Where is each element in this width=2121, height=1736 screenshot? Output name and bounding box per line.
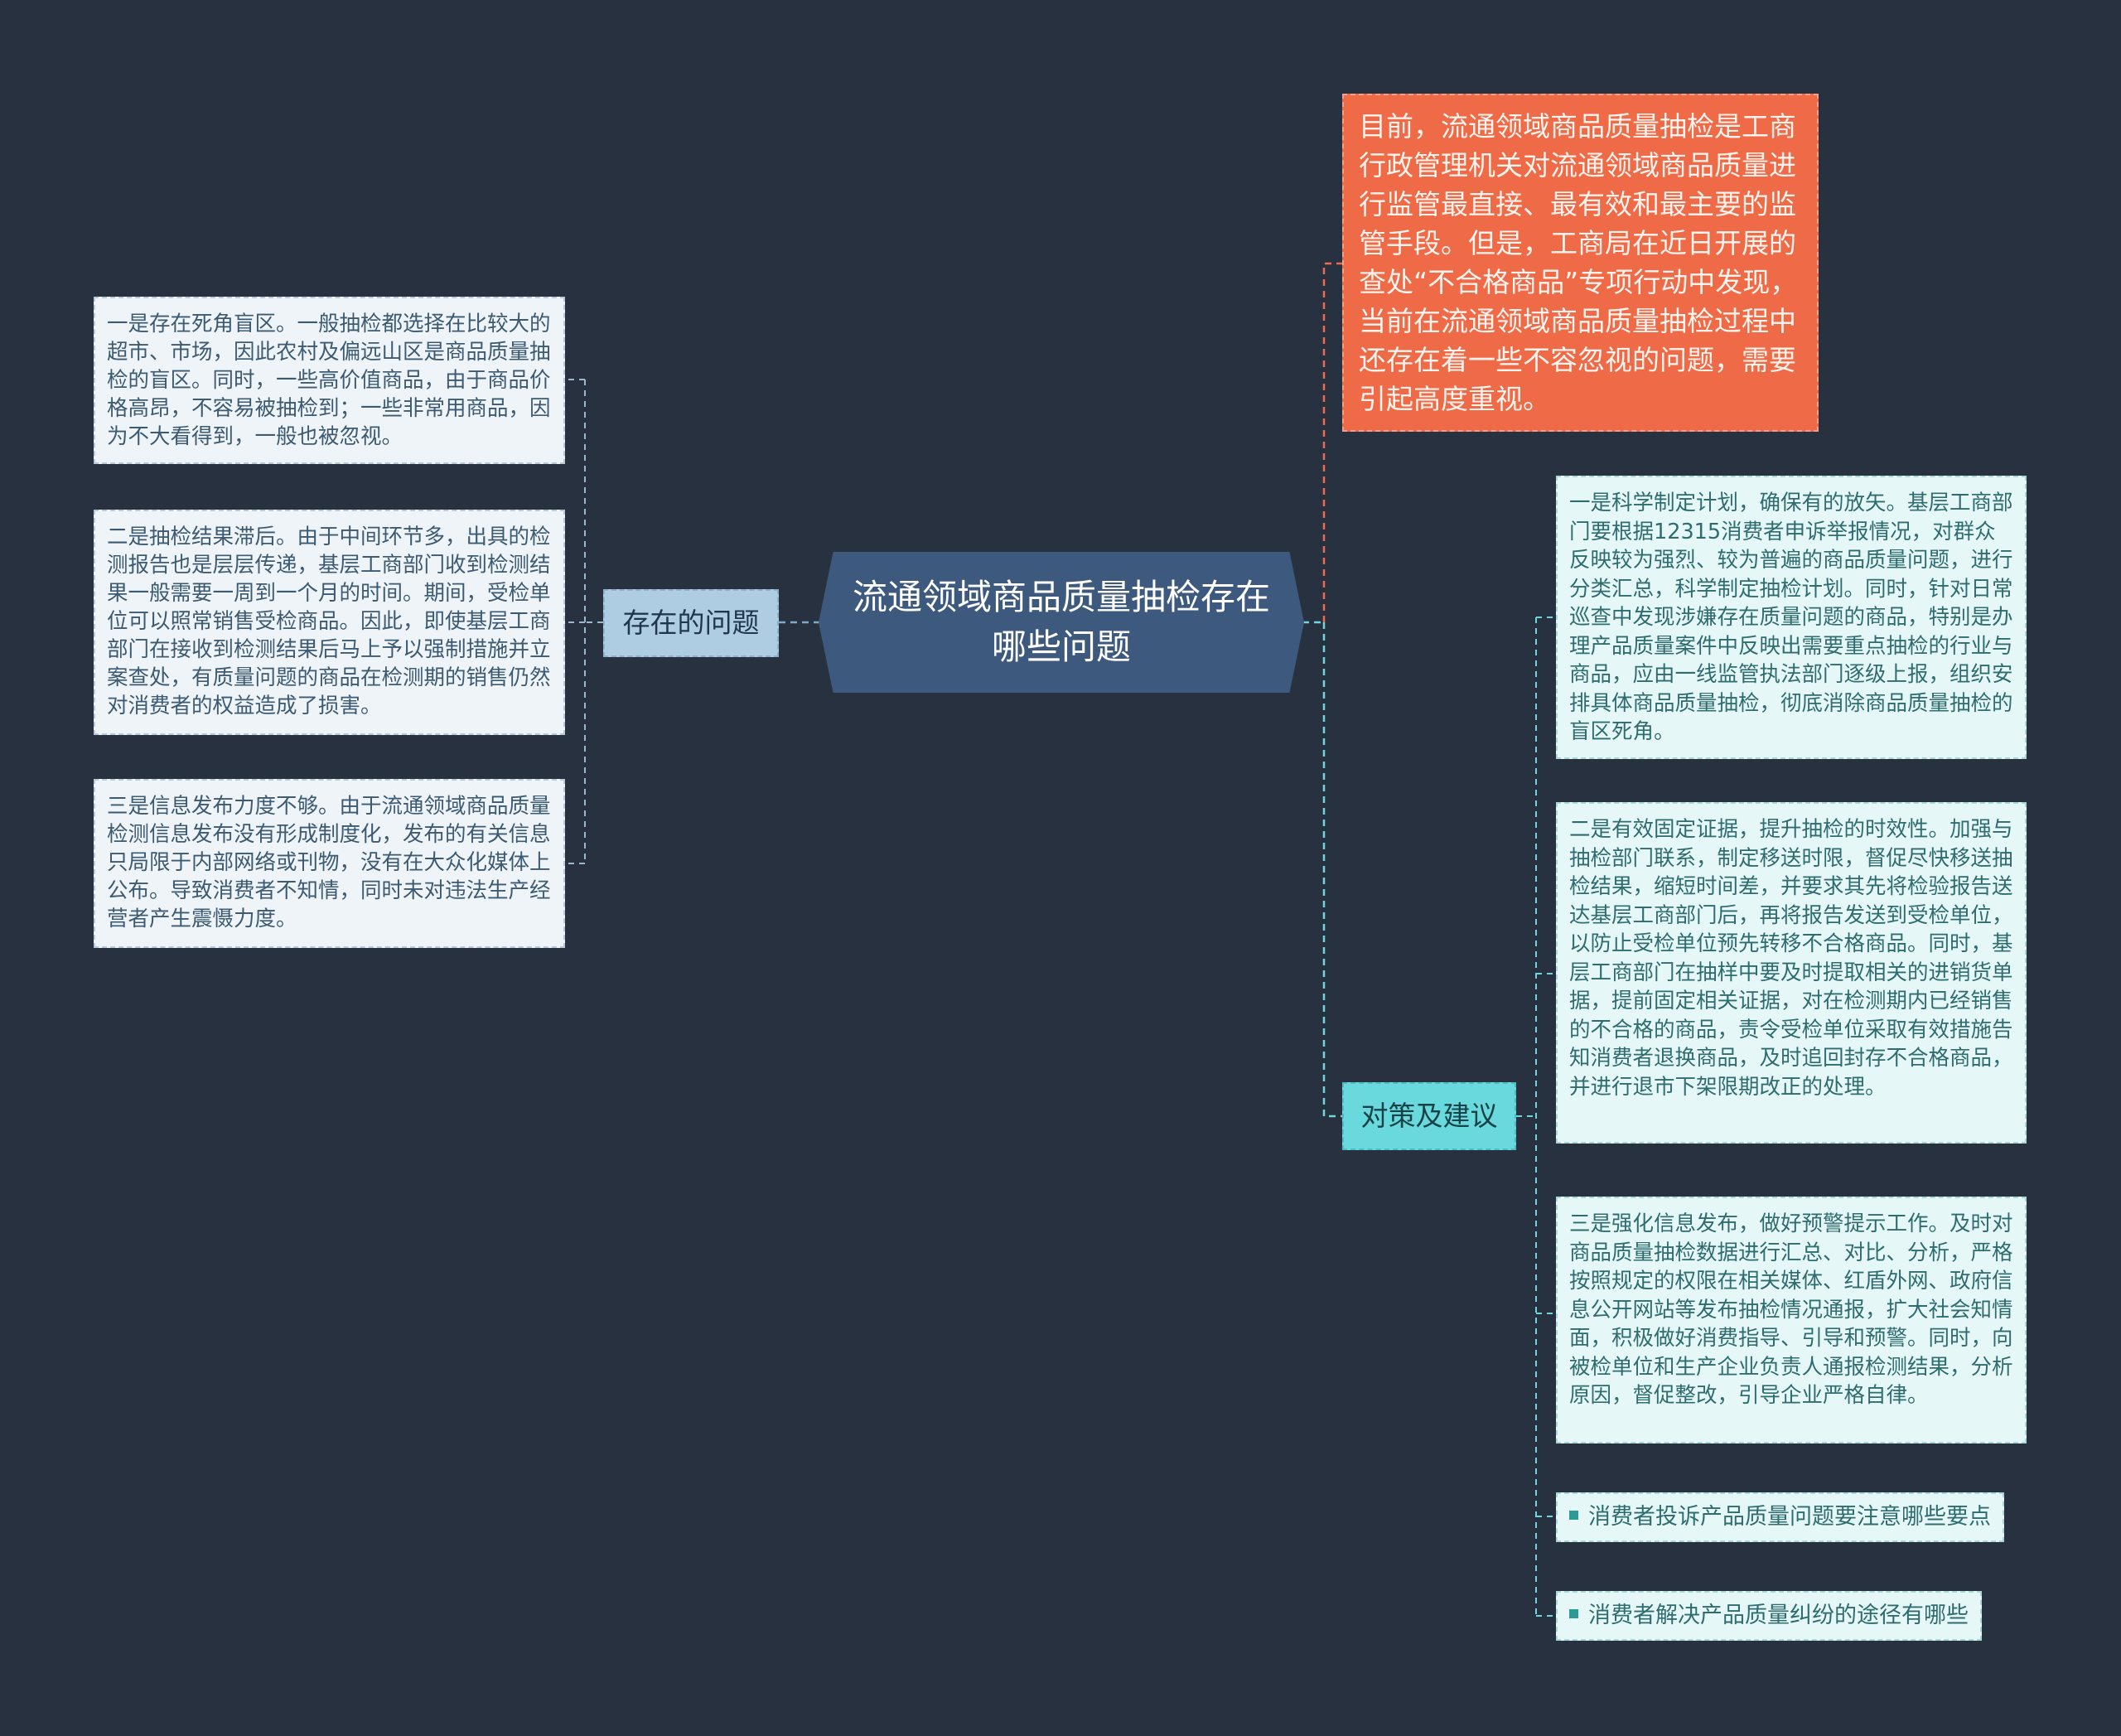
center-topic-title: 流通领域商品质量抽检存在哪些问题 (852, 577, 1270, 667)
branch-measures[interactable]: 对策及建议 (1342, 1082, 1516, 1150)
related-link-1-text: 消费者投诉产品质量问题要注意哪些要点 (1588, 1504, 1991, 1530)
measure-item-1[interactable]: 一是科学制定计划，确保有的放矢。基层工商部门要根据12315消费者申诉举报情况，… (1556, 476, 2027, 759)
problem-item-2[interactable]: 二是抽检结果滞后。由于中间环节多，出具的检测报告也是层层传递，基层工商部门收到检… (94, 510, 565, 735)
problem-item-1-text: 一是存在死角盲区。一般抽检都选择在比较大的超市、市场，因此农村及偏远山区是商品质… (107, 312, 551, 449)
measure-item-3[interactable]: 三是强化信息发布，做好预警提示工作。及时对商品质量抽检数据进行汇总、对比、分析，… (1556, 1197, 2027, 1443)
related-link-2-text: 消费者解决产品质量纠纷的途径有哪些 (1588, 1603, 1969, 1628)
square-bullet-icon (1569, 1511, 1578, 1520)
intro-summary-text: 目前，流通领域商品质量抽检是工商行政管理机关对流通领域商品质量进行监管最直接、最… (1359, 110, 1798, 415)
measure-item-2[interactable]: 二是有效固定证据，提升抽检的时效性。加强与抽检部门联系，制定移送时限，督促尽快移… (1556, 802, 2027, 1144)
measure-item-3-text: 三是强化信息发布，做好预警提示工作。及时对商品质量抽检数据进行汇总、对比、分析，… (1569, 1211, 2013, 1408)
measure-item-2-text: 二是有效固定证据，提升抽检的时效性。加强与抽检部门联系，制定移送时限，督促尽快移… (1569, 817, 2013, 1100)
related-link-2[interactable]: 消费者解决产品质量纠纷的途径有哪些 (1556, 1591, 1982, 1641)
branch-problems-label: 存在的问题 (622, 607, 760, 639)
related-link-1[interactable]: 消费者投诉产品质量问题要注意哪些要点 (1556, 1492, 2004, 1542)
intro-summary-node[interactable]: 目前，流通领域商品质量抽检是工商行政管理机关对流通领域商品质量进行监管最直接、最… (1342, 94, 1819, 432)
problem-item-3-text: 三是信息发布力度不够。由于流通领域商品质量检测信息发布没有形成制度化，发布的有关… (107, 794, 551, 931)
problem-item-2-text: 二是抽检结果滞后。由于中间环节多，出具的检测报告也是层层传递，基层工商部门收到检… (107, 525, 551, 718)
problem-item-3[interactable]: 三是信息发布力度不够。由于流通领域商品质量检测信息发布没有形成制度化，发布的有关… (94, 779, 565, 948)
measure-item-1-text: 一是科学制定计划，确保有的放矢。基层工商部门要根据12315消费者申诉举报情况，… (1569, 491, 2013, 744)
center-topic-node[interactable]: 流通领域商品质量抽检存在哪些问题 (819, 552, 1304, 693)
branch-measures-label: 对策及建议 (1360, 1100, 1498, 1132)
problem-item-1[interactable]: 一是存在死角盲区。一般抽检都选择在比较大的超市、市场，因此农村及偏远山区是商品质… (94, 297, 565, 464)
square-bullet-icon (1569, 1609, 1578, 1618)
branch-problems[interactable]: 存在的问题 (603, 589, 779, 657)
